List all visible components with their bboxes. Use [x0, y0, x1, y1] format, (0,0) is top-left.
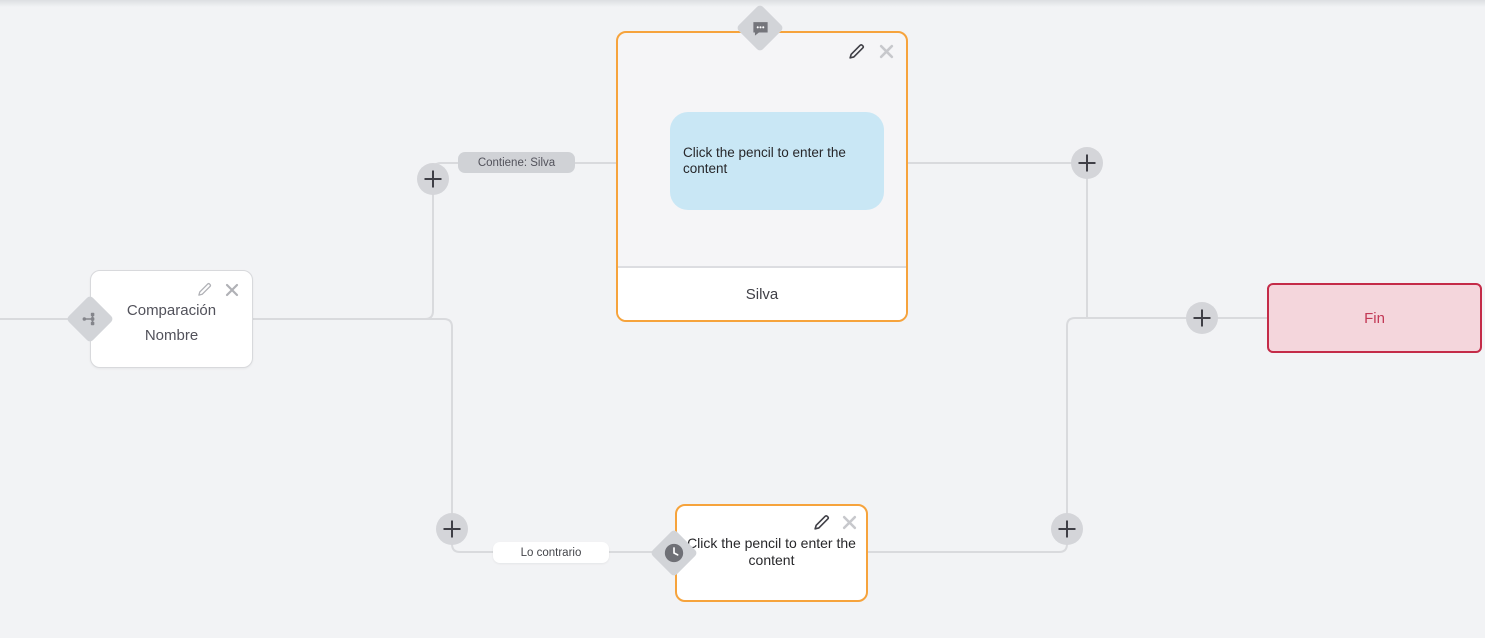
edge-label-otherwise-text: Lo contrario: [520, 546, 582, 559]
close-icon[interactable]: [842, 515, 857, 530]
message-bubble-text: Click the pencil to enter the content: [683, 145, 846, 176]
condition-node[interactable]: Comparación Nombre: [90, 270, 253, 368]
edit-pencil-icon[interactable]: [197, 282, 212, 297]
close-icon[interactable]: [879, 44, 894, 59]
close-icon[interactable]: [225, 283, 239, 297]
add-block-button[interactable]: [1186, 302, 1218, 334]
add-block-button[interactable]: [417, 163, 449, 195]
message-bubble: Click the pencil to enter the content: [670, 112, 884, 210]
message-node-bottom[interactable]: Click the pencil to enter the content: [675, 504, 868, 602]
edit-pencil-icon[interactable]: [813, 514, 830, 531]
message-node-footer-label: Silva: [745, 285, 779, 303]
message-node-text: Click the pencil to enter the content: [687, 535, 856, 568]
condition-block-badge: [66, 295, 114, 343]
chat-bubble-icon: [752, 21, 768, 36]
branch-icon: [82, 312, 95, 326]
add-block-button[interactable]: [1051, 513, 1083, 545]
edit-pencil-icon[interactable]: [848, 43, 865, 60]
end-node-label: Fin: [1364, 309, 1385, 327]
edge-label-contains-text: Contiene: Silva: [477, 156, 556, 169]
end-node[interactable]: Fin: [1267, 283, 1482, 353]
condition-title-line2: Nombre: [144, 327, 199, 344]
add-block-button[interactable]: [1071, 147, 1103, 179]
edge-condition-to-bottom: [253, 318, 654, 553]
message-node-footer: Silva: [618, 266, 906, 320]
message-block-badge: [736, 4, 784, 52]
edge-label-otherwise[interactable]: Lo contrario: [493, 542, 609, 563]
clock-icon: [664, 543, 684, 563]
edge-top-to-end: [908, 162, 1088, 318]
edge-label-contains[interactable]: Contiene: Silva: [458, 152, 575, 173]
edge-bottom-to-end: [868, 317, 1267, 553]
delayed-message-block-badge: [650, 529, 698, 577]
message-node-top[interactable]: Click the pencil to enter the content Si…: [616, 31, 908, 322]
condition-title-line1: Comparación: [126, 302, 217, 319]
add-block-button[interactable]: [436, 513, 468, 545]
